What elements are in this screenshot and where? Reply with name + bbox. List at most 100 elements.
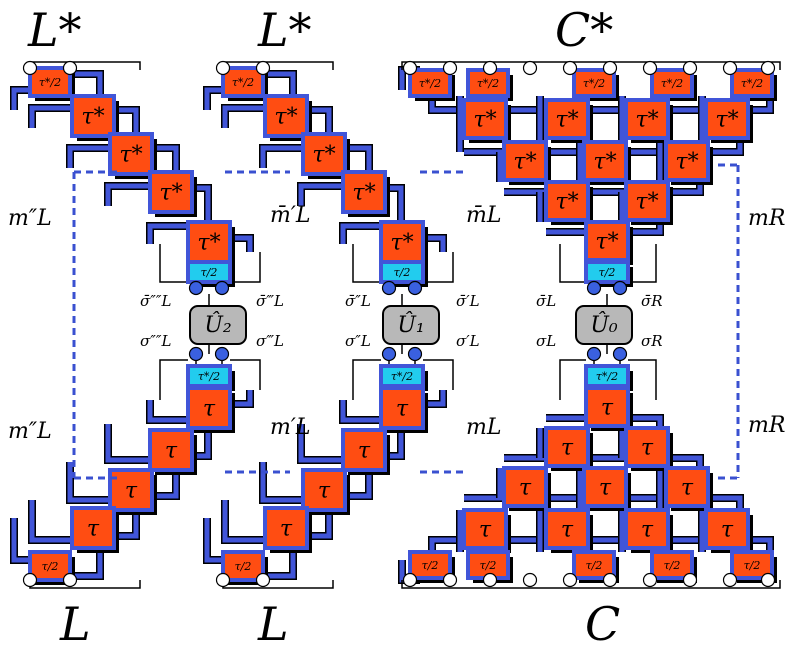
index-sigma-L4: σ″″L (140, 332, 171, 350)
tensor-c-star-tau-half-label: τ/2 (599, 266, 616, 279)
tensor-tau-star-1-2: τ* (341, 170, 390, 217)
leg-top-g-1 (307, 107, 332, 134)
tensor-c-star-0-1-label: τ* (555, 108, 578, 133)
ball-c-top-1 (442, 60, 458, 76)
tensor-tau-1-1-label: τ (358, 439, 371, 464)
tensor-tau-star-0-0: τ* (70, 94, 119, 141)
index-sigma-L2: σ″L (345, 332, 371, 350)
tensor-c-star-2-0: τ* (544, 180, 593, 225)
leg-bot-e-0-shadow (146, 400, 188, 424)
leg-top-b-0 (29, 105, 72, 128)
thin-c-top-frame (401, 61, 781, 70)
ball-c-top-8 (722, 60, 738, 76)
index-sigma-L3: σ‴L (256, 332, 284, 350)
gate-u2: Û₂ (189, 305, 247, 345)
label-C: C (585, 597, 620, 651)
tensor-c-2-2: τ (664, 466, 713, 511)
thin-c-bot-c (559, 359, 586, 400)
tensor-tau-0-2-label: τ (125, 479, 138, 504)
label-L-2: L (257, 597, 289, 651)
tensor-tau-1-2: τ (301, 468, 350, 515)
tensor-tau-half-top-0-label: τ/2 (201, 266, 218, 279)
gate-u0-label: Û₀ (590, 311, 618, 338)
thin-bot-d-0 (159, 359, 188, 400)
ball-c-bot-6 (642, 572, 658, 588)
leg-top-d-0 (105, 183, 150, 206)
leg-bot-j-1 (423, 390, 446, 407)
tensor-c-star-2-1: τ* (624, 180, 673, 225)
thin-bot-e-1 (423, 359, 454, 390)
ball-c-bot-9 (760, 572, 776, 588)
leg-top-b-1-shadow (221, 104, 265, 128)
ball-bot-c-0 (188, 346, 204, 362)
tensor-tau-half-bottom-0-label: τ/2 (42, 560, 59, 573)
index-sigma-R: σR (641, 332, 663, 350)
tensor-c-star-0-2: τ* (624, 98, 673, 143)
tensor-c-3-2: τ (624, 508, 673, 553)
ball-top-d-1 (407, 280, 423, 296)
ball-bot-b-1 (255, 572, 271, 588)
leg-top-b-1 (222, 105, 265, 128)
bond-m-R-bottom: mR (748, 413, 785, 438)
ball-top-b-0 (62, 60, 78, 76)
tensor-c-half-0-label: τ/2 (422, 559, 439, 572)
tensor-tau-star-1-0: τ* (263, 94, 312, 141)
leg-top-c-1 (260, 145, 303, 168)
tensor-tau-1-0: τ (379, 386, 428, 433)
leg-c-10 (429, 537, 464, 552)
leg-top-i-0 (192, 185, 211, 222)
bond-m-L-bar: m̄L (466, 203, 501, 228)
ball-c-top-r (612, 280, 628, 296)
index-sigma-bar-L1: σ̄′L (456, 292, 480, 310)
tensor-c-star-1-1-label: τ* (593, 150, 616, 175)
tensor-c-3-3: τ (704, 508, 753, 553)
tensor-c-star-half-2: τ*/2 (572, 68, 619, 101)
leg-bot-c-0 (67, 462, 110, 503)
index-sigma-bar-L: σ̄L (536, 292, 556, 310)
tensor-c-half-0: τ/2 (408, 550, 455, 583)
ball-top-c-0 (188, 280, 204, 296)
tensor-tau-0-0-label: τ (203, 397, 216, 422)
tensor-tau-star-half-bottom-1-label: τ*/2 (391, 370, 413, 383)
leg-bot-f-1 (263, 548, 296, 579)
ball-top-a-1 (215, 60, 231, 76)
thin-top-e-0 (230, 252, 261, 283)
tensor-c-star-3-0-label: τ* (595, 230, 618, 255)
ball-bot-a-0 (22, 572, 38, 588)
tensor-c-star-3-0: τ* (584, 220, 633, 265)
ball-top-a-0 (22, 60, 38, 76)
ball-c-bot-4 (562, 572, 578, 588)
tensor-tau-0-1-label: τ (165, 439, 178, 464)
leg-bot-j-0 (230, 390, 253, 407)
ball-c-top-3 (522, 60, 538, 76)
tensor-tau-half-top-0: τ/2 (186, 260, 235, 287)
tensor-c-tau-star-half-label: τ*/2 (596, 370, 618, 383)
tensor-c-star-0-3-label: τ* (715, 108, 738, 133)
leg-bot-e-1 (340, 400, 381, 423)
bond-m-R-top: mR (748, 206, 785, 231)
tensor-c-half-4: τ/2 (730, 550, 777, 583)
bond-m-L1-bar: m̄′L (270, 203, 310, 228)
tensor-tau-1-3-label: τ (280, 517, 293, 542)
thin-c-top-d (628, 244, 657, 283)
tensor-tau-0-3: τ (70, 506, 119, 553)
thin-c-top-c (559, 244, 586, 283)
tensor-c-star-2-1-label: τ* (635, 190, 658, 215)
tensor-c-star-half-3: τ*/2 (650, 68, 697, 101)
tensor-tau-star-0-3-label: τ* (197, 231, 220, 256)
tensor-tau-star-1-0-label: τ* (274, 105, 297, 130)
ball-c-top-5 (602, 60, 618, 76)
tensor-c-star-0-0-label: τ* (473, 108, 496, 133)
tensor-c-star-half-3-label: τ*/2 (661, 77, 683, 90)
tensor-c-3-0-label: τ (479, 518, 492, 543)
index-sigma-bar-L2: σ̄″L (345, 292, 371, 310)
leg-bot-f-0 (70, 548, 103, 579)
leg-bot-g-1 (307, 510, 332, 539)
index-sigma-bar-R: σ̄R (641, 292, 663, 310)
leg-top-d-0-shadow (104, 182, 150, 206)
index-labels: σ̄″″L σ̄‴L σ″″L σ‴L σ̄″L σ̄′L σ″L σ′L σ̄… (140, 292, 663, 350)
ball-c-bot-3 (522, 572, 538, 588)
leg-bot-d-0 (105, 424, 150, 463)
leg-top-e-1-shadow (339, 222, 381, 244)
ball-bot-d-0 (214, 346, 230, 362)
